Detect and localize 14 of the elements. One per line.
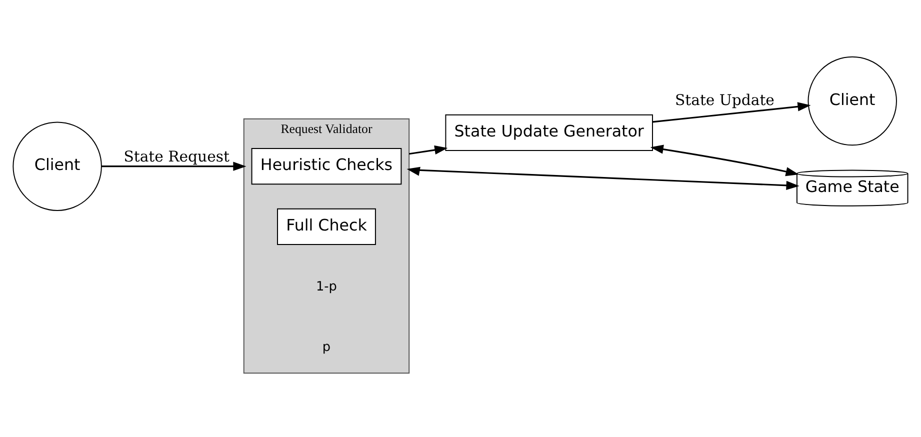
arrow [652,102,811,122]
node-box: Full Check [277,208,376,244]
node-circle: Client [12,121,102,210]
arrow [406,166,800,190]
edge-label: State Request [124,148,230,165]
node-box: State Update Generator [445,114,653,150]
label: 1-p [316,278,337,294]
label: p [322,339,331,354]
edge-label: State Update [674,91,774,108]
node-circle: Client [808,56,897,146]
arrow [408,144,448,154]
node-box: Heuristic Checks [251,148,402,184]
arrow [102,161,246,170]
arrow [650,144,799,176]
